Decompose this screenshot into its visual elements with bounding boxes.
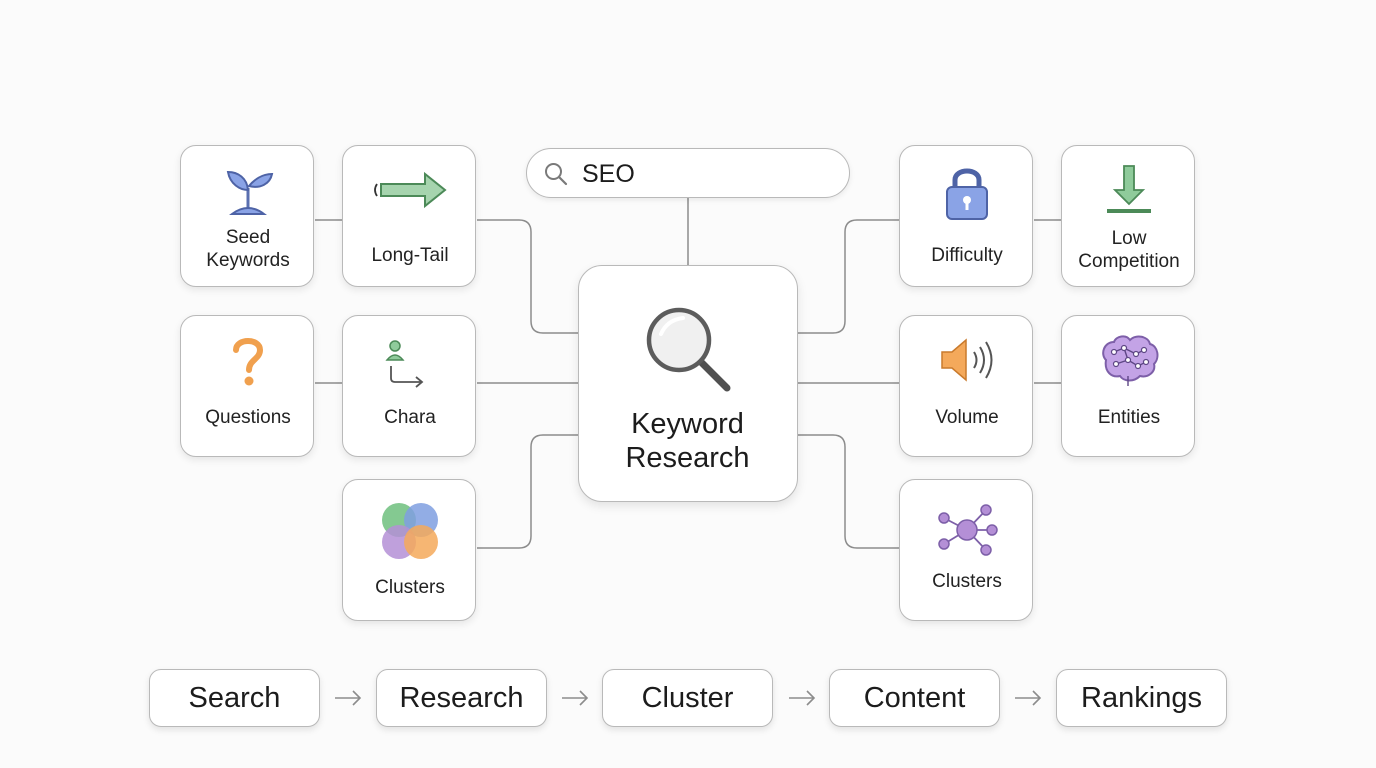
search-query: SEO	[582, 160, 635, 188]
question-mark-icon	[181, 330, 315, 404]
long-tail-label: Long-Tail	[371, 245, 449, 266]
step-content: Content	[829, 669, 1000, 727]
step-cluster: Cluster	[602, 669, 773, 727]
speaker-icon	[900, 330, 1034, 404]
brain-icon	[1062, 330, 1196, 404]
arrow-right-icon	[562, 690, 589, 706]
volume-label: Volume	[935, 407, 999, 428]
person-arrow-icon	[343, 330, 477, 404]
step-search: Search	[149, 669, 320, 727]
step-research: Research	[376, 669, 547, 727]
arrow-right-icon	[335, 690, 362, 706]
questions-label: Questions	[205, 407, 291, 428]
difficulty-label: Difficulty	[931, 245, 1003, 266]
search-bar[interactable]: SEO	[526, 148, 850, 198]
sprout-icon	[181, 160, 315, 234]
network-nodes-icon	[900, 498, 1034, 572]
clusters-right-label: Clusters	[932, 571, 1002, 592]
long-arrow-icon	[343, 160, 477, 234]
chara-card: Chara	[342, 315, 476, 457]
clusters-left-card: Clusters	[342, 479, 476, 621]
chara-label: Chara	[384, 407, 436, 428]
arrow-right-icon	[1015, 690, 1042, 706]
clusters-right-card: Clusters	[899, 479, 1033, 621]
magnifier-icon	[641, 302, 741, 402]
questions-card: Questions	[180, 315, 314, 457]
search-icon	[543, 161, 569, 192]
clusters-left-label: Clusters	[375, 577, 445, 598]
low-competition-card: Low Competition	[1061, 145, 1195, 287]
venn-circles-icon	[343, 496, 477, 570]
entities-card: Entities	[1061, 315, 1195, 457]
volume-card: Volume	[899, 315, 1033, 457]
long-tail-card: Long-Tail	[342, 145, 476, 287]
low-competition-label: Low Competition	[1078, 228, 1180, 272]
arrow-right-icon	[789, 690, 816, 706]
difficulty-card: Difficulty	[899, 145, 1033, 287]
seed-keywords-card: Seed Keywords	[180, 145, 314, 287]
step-rankings: Rankings	[1056, 669, 1227, 727]
keyword-research-card: Keyword Research	[578, 265, 798, 502]
download-arrow-icon	[1062, 160, 1196, 234]
seed-keywords-label: Seed Keywords	[206, 227, 290, 271]
entities-label: Entities	[1097, 407, 1161, 428]
center-title: Keyword Research	[625, 408, 750, 474]
padlock-icon	[900, 160, 1034, 234]
